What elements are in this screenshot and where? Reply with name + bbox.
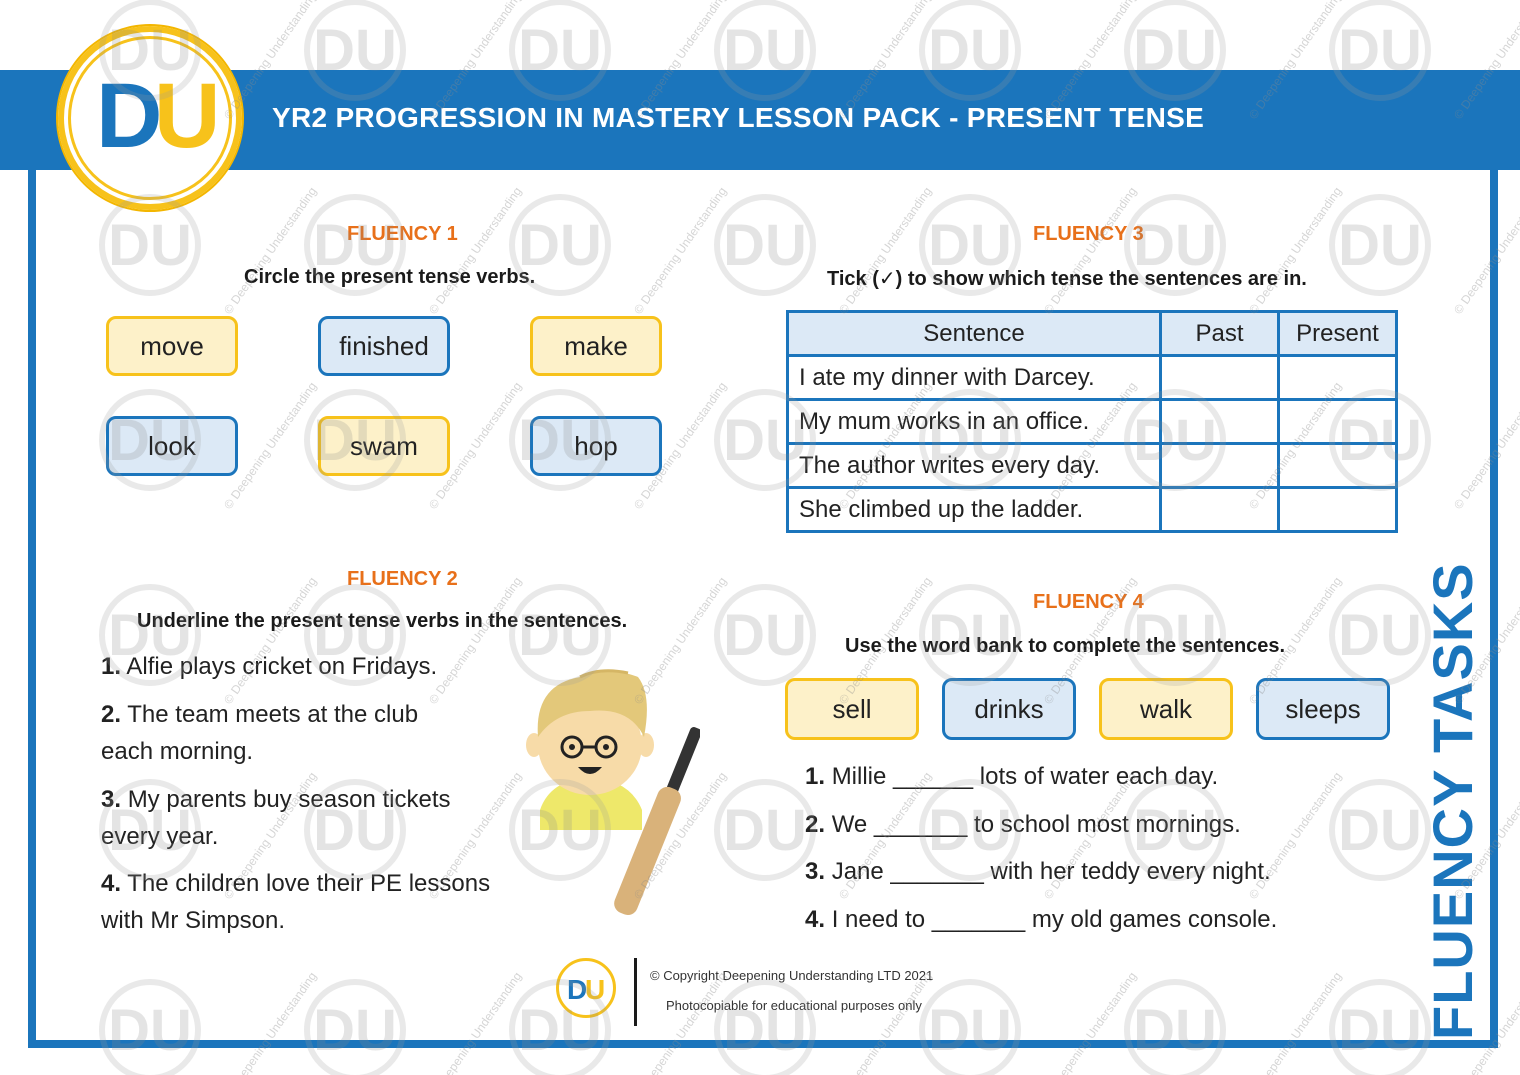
sentence-text: Millie ______ lots of water each day. [831,763,1219,790]
logo-letter-d: D [96,65,163,167]
hair-strand [579,669,629,679]
fluency1-title: FLUENCY 1 [347,223,458,245]
eye-right [603,744,609,750]
fluency2-title: FLUENCY 2 [347,568,458,590]
table-cell-sentence: I ate my dinner with Darcey. [786,354,1162,401]
page-frame [28,160,1498,1048]
tick-cell-past[interactable] [1159,486,1280,533]
sentence-number: 4. [101,870,122,897]
sentence-text: My parents buy season tickets [127,786,451,813]
footer-copyright: © Copyright Deepening Understanding LTD … [650,968,934,983]
sentence-number: 4. [805,906,826,933]
left-ear [526,733,542,757]
fluency-tasks-side-label: FLUENCY TASKS [1421,562,1484,1040]
fluency2-sentence-4: 4. The children love their PE lessons [101,870,490,898]
shirt-shape [540,777,642,830]
head-shape [538,695,642,795]
table-cell-sentence: She climbed up the ladder. [786,486,1162,533]
tick-cell-past[interactable] [1159,354,1280,401]
sentence-number: 3. [101,786,122,813]
table-row: She climbed up the ladder. [786,486,1398,533]
sentence-number: 2. [805,811,826,838]
footer-divider [634,958,637,1026]
tick-cell-present[interactable] [1277,398,1398,445]
table-header-row: Sentence Past Present [786,310,1398,357]
footer-note: Photocopiable for educational purposes o… [666,998,922,1013]
word-bank-drinks[interactable]: drinks [942,678,1076,740]
word-card-swam[interactable]: swam [318,416,450,476]
sentence-text: Alfie plays cricket on Fridays. [126,653,438,680]
word-card-move[interactable]: move [106,316,238,376]
sentence-number: 1. [805,763,826,790]
cricket-boy-illustration [526,669,700,916]
word-card-make[interactable]: make [530,316,662,376]
sentence-text: I need to _______ my old games console. [831,906,1278,933]
cricket-bat [614,727,700,916]
fluency4-title: FLUENCY 4 [1033,591,1144,613]
fluency2-sentence-1: 1. Alfie plays cricket on Fridays. [101,653,437,681]
sentence-number: 2. [101,701,122,728]
fluency2-sentence-3: 3. My parents buy season tickets [101,786,451,814]
word-card-hop[interactable]: hop [530,416,662,476]
sentence-number: 1. [101,653,122,680]
tick-cell-present[interactable] [1277,486,1398,533]
footer-logo-u: U [585,974,606,1005]
table-cell-sentence: The author writes every day. [786,442,1162,489]
header-present: Present [1277,310,1398,357]
tense-table: Sentence Past Present I ate my dinner wi… [786,310,1398,533]
mouth-shape [578,767,602,774]
sentence-text: The children love their PE lessons [127,870,491,897]
tick-cell-past[interactable] [1159,442,1280,489]
word-card-look[interactable]: look [106,416,238,476]
fluency2-instruction: Underline the present tense verbs in the… [137,610,628,632]
hair-shape [537,670,647,737]
header-past: Past [1159,310,1280,357]
fluency3-title: FLUENCY 3 [1033,223,1144,245]
logo-ring [68,36,232,200]
table-cell-sentence: My mum works in an office. [786,398,1162,445]
header-bar [0,70,1520,170]
tick-cell-present[interactable] [1277,442,1398,489]
fluency4-instruction: Use the word bank to complete the senten… [845,635,1286,657]
word-bank-sell[interactable]: sell [785,678,919,740]
sentence-text: The team meets at the club [127,701,419,728]
fluency2-sentence-2: 2. The team meets at the club [101,701,418,729]
footer-logo-d: D [567,974,588,1005]
bat-handle [666,727,700,795]
fluency4-sentence-4: 4. I need to _______ my old games consol… [805,906,1277,934]
fluency3-instruction: Tick (✓) to show which tense the sentenc… [827,268,1307,290]
table-row: I ate my dinner with Darcey. [786,354,1398,401]
header-sentence: Sentence [786,310,1162,357]
logo-letter-u: U [154,65,221,167]
word-bank-sleeps[interactable]: sleeps [1256,678,1390,740]
tick-cell-past[interactable] [1159,398,1280,445]
tick-cell-present[interactable] [1277,354,1398,401]
fluency1-instruction: Circle the present tense verbs. [244,266,536,288]
fluency2-sentence-4-cont: with Mr Simpson. [101,907,286,934]
du-logo: D U [58,26,242,210]
fluency2-sentence-2-cont: each morning. [101,738,254,765]
right-ear [638,733,654,757]
fluency4-sentence-2: 2. We _______ to school most mornings. [805,811,1241,839]
table-row: My mum works in an office. [786,398,1398,445]
page-title: YR2 PROGRESSION IN MASTERY LESSON PACK -… [272,102,1205,133]
table-row: The author writes every day. [786,442,1398,489]
fluency2-sentence-3-cont: every year. [101,823,219,850]
sentence-number: 3. [805,858,826,885]
sentence-text: Jane _______ with her teddy every night. [831,858,1271,885]
eye-left [569,744,575,750]
bat-blade [614,786,681,916]
footer-du-logo: D U [556,958,616,1018]
fluency4-sentence-1: 1. Millie ______ lots of water each day. [805,763,1218,791]
sentence-text: We _______ to school most mornings. [831,811,1241,838]
word-bank-walk[interactable]: walk [1099,678,1233,740]
word-card-finished[interactable]: finished [318,316,450,376]
fluency4-sentence-3: 3. Jane _______ with her teddy every nig… [805,858,1271,886]
